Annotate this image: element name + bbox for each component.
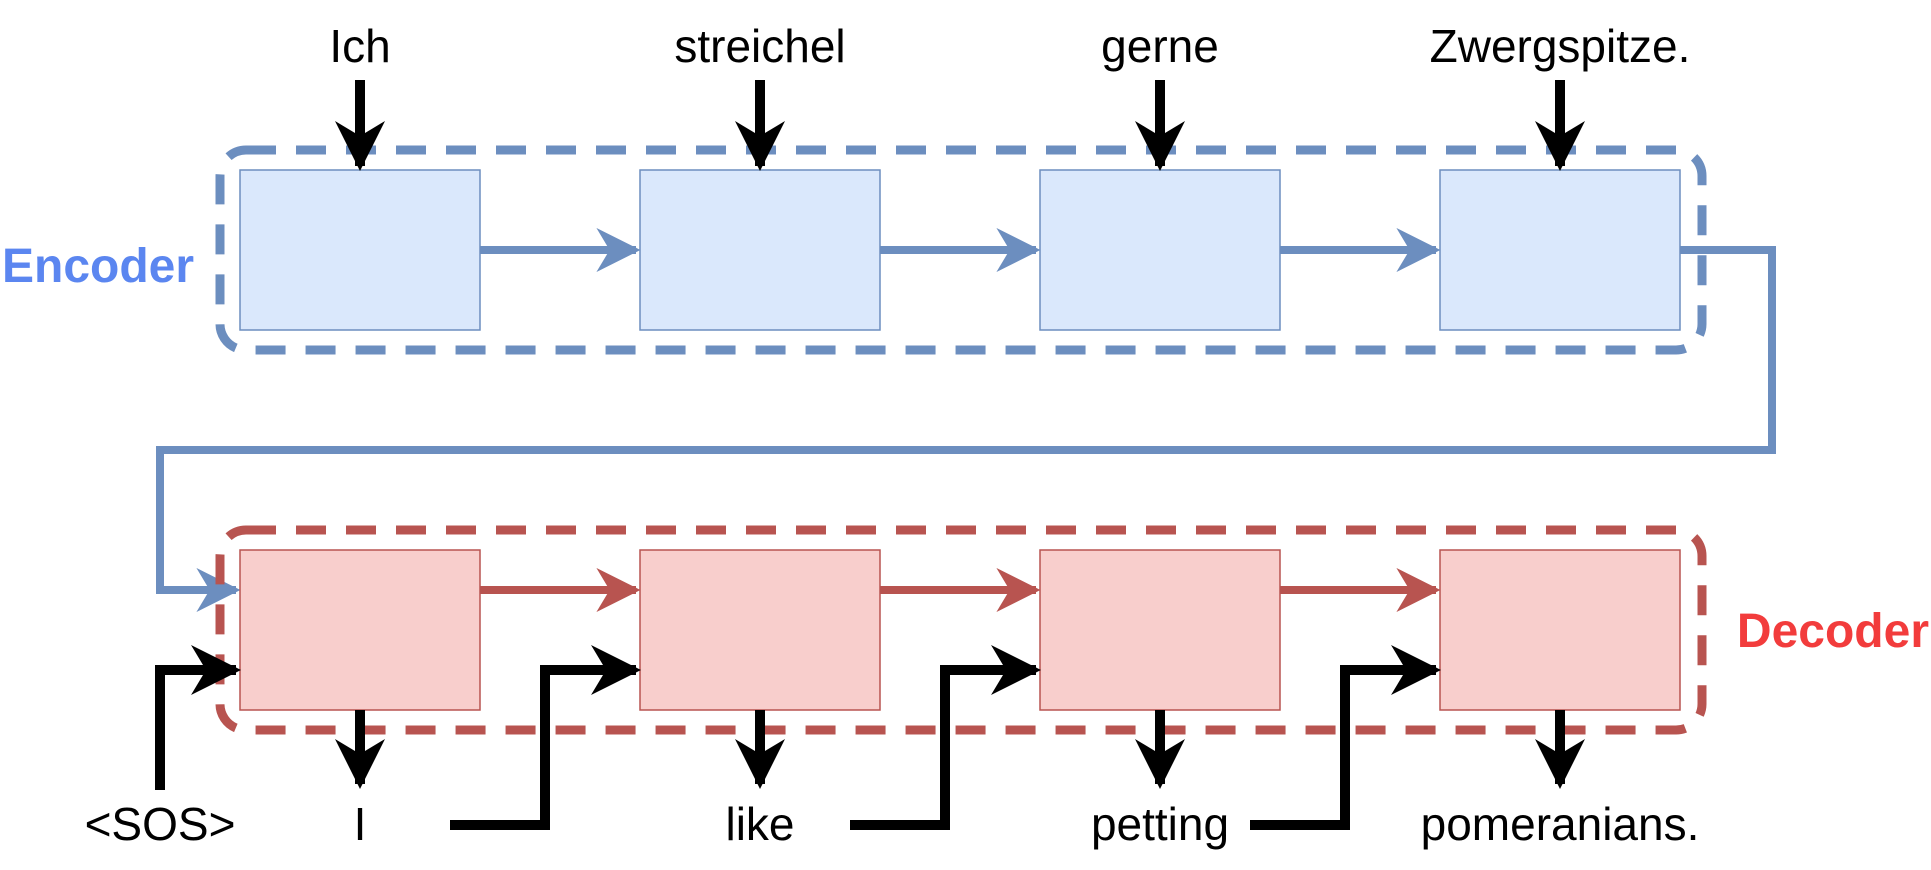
encoder-cell xyxy=(639,169,881,331)
input-word: streichel xyxy=(674,20,845,72)
decoder-words: <SOS> I like petting pomeranians. xyxy=(85,798,1700,850)
decoder-cell xyxy=(639,549,881,711)
encoder-label: Encoder xyxy=(2,240,194,293)
decoder-frame xyxy=(215,525,1707,735)
start-token: <SOS> xyxy=(85,798,236,850)
input-word: Zwergspitze. xyxy=(1430,20,1691,72)
encoder-cell xyxy=(1439,169,1681,331)
input-word: Ich xyxy=(329,20,390,72)
decoder-cell xyxy=(1039,549,1281,711)
feedback-arrow xyxy=(850,645,1041,830)
decoder-cells xyxy=(239,549,1681,711)
decoder-label: Decoder xyxy=(1737,605,1929,658)
context-connector-arrow xyxy=(156,246,1776,612)
encoder-input-words: Ich streichel gerne Zwergspitze. xyxy=(329,20,1690,72)
output-word: pomeranians. xyxy=(1421,798,1700,850)
decoder-output-arrows xyxy=(335,710,1585,789)
output-word: I xyxy=(354,798,367,850)
encoder-cells xyxy=(239,169,1681,331)
encoder-cell xyxy=(1039,169,1281,331)
start-token-arrow xyxy=(155,645,241,790)
feedback-arrow xyxy=(1250,645,1441,830)
encoder-frame xyxy=(215,145,1707,355)
decoder-cell xyxy=(1439,549,1681,711)
input-word: gerne xyxy=(1101,20,1219,72)
decoder-cell xyxy=(239,549,481,711)
encoder-cell xyxy=(239,169,481,331)
output-word: like xyxy=(725,798,794,850)
output-word: petting xyxy=(1091,798,1229,850)
decoder-feedback-arrows xyxy=(155,645,1441,830)
encoder-input-arrows xyxy=(335,80,1585,171)
feedback-arrow xyxy=(450,645,641,830)
